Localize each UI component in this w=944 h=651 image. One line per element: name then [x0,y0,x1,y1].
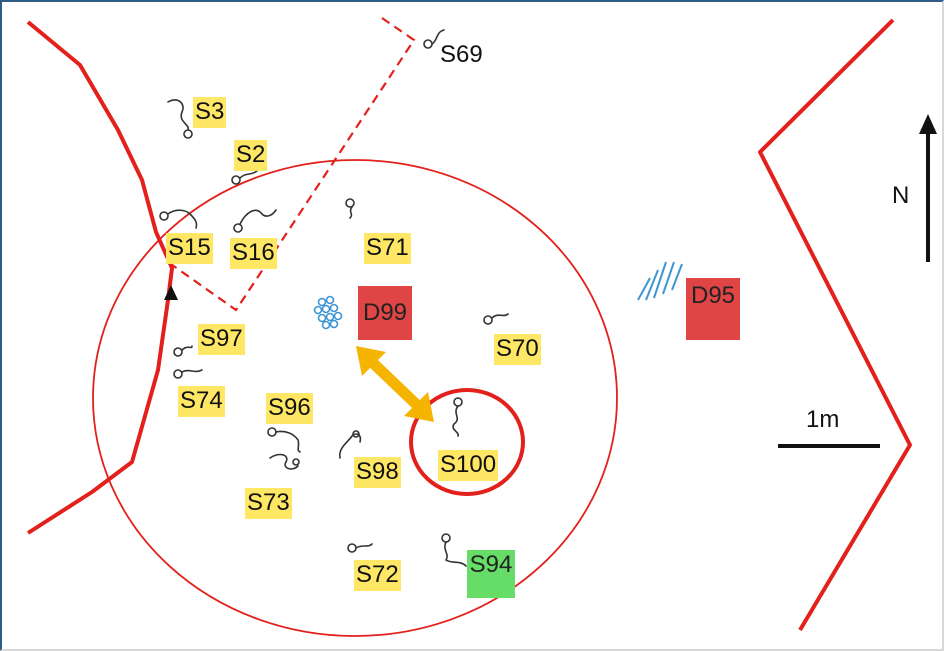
cluster-icon [313,295,343,330]
skeleton-glyph-icon [231,169,259,185]
boundary-direction-arrow [164,285,178,300]
burial-label-s97: S97 [198,324,245,355]
burial-label-s2: S2 [234,140,268,171]
feature-d99-label: D99 [362,299,408,326]
north-label: N [892,182,910,209]
dashed-trench-outline [167,17,416,312]
burial-label-s15: S15 [166,233,213,264]
burial-label-s73: S73 [245,488,292,519]
right-boundary-line [758,18,912,632]
skeleton-glyph-icon [267,427,301,453]
skeleton-glyph-icon [173,369,203,379]
skeleton-glyph-icon [338,430,362,459]
scale-label: 1m [806,406,840,433]
burial-label-s16: S16 [230,238,277,269]
feature-d95: D95 [686,278,740,340]
feature-d99: D99 [358,286,412,340]
skeleton-glyph-icon [173,345,193,357]
burial-label-s100: S100 [438,450,499,481]
burial-label-s74: S74 [178,386,225,417]
burial-label-s72: S72 [354,560,401,591]
s100-highlight-circle [409,388,525,496]
burial-label-s96: S96 [266,393,313,424]
skeleton-glyph-icon [441,533,467,567]
feature-s94-label: S94 [469,551,513,578]
double-arrow-icon [356,346,434,422]
skeleton-glyph-icon [159,209,198,229]
hatch-icon [637,261,683,301]
cluster-circle [92,159,618,637]
skeleton-glyph-icon [345,198,355,219]
burial-label-s69: S69 [440,41,483,68]
skeleton-glyph-icon [452,397,463,437]
north-arrow-icon [919,114,937,262]
burial-label-s98: S98 [354,457,401,488]
skeleton-glyph-icon [483,313,509,325]
skeleton-glyph-icon [167,99,193,139]
skeleton-glyph-icon [233,209,277,233]
feature-d95-label: D95 [690,282,736,309]
skeleton-glyph-icon [423,29,445,49]
burial-label-s70: S70 [494,334,541,365]
skeleton-glyph-icon [269,453,300,470]
skeleton-glyph-icon [347,543,373,553]
burial-label-s3: S3 [193,97,227,128]
left-boundary-line [26,20,174,535]
burial-label-s71: S71 [364,233,411,264]
feature-s94: S94 [467,550,515,598]
